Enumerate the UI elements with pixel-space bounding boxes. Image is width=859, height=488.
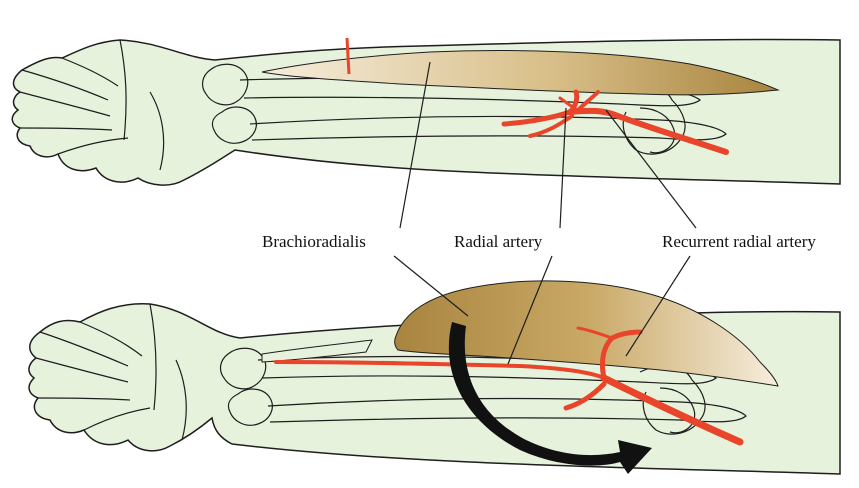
label-brachioradialis: Brachioradialis (262, 233, 366, 250)
bottom-panel (29, 281, 840, 474)
top-wrist-bone (203, 64, 248, 105)
top-panel (12, 38, 840, 185)
bottom-wrist-bone (221, 348, 266, 389)
top-incision-mark (347, 38, 349, 74)
label-recurrent-radial-artery: Recurrent radial artery (662, 233, 816, 250)
label-radial-artery: Radial artery (454, 233, 542, 250)
